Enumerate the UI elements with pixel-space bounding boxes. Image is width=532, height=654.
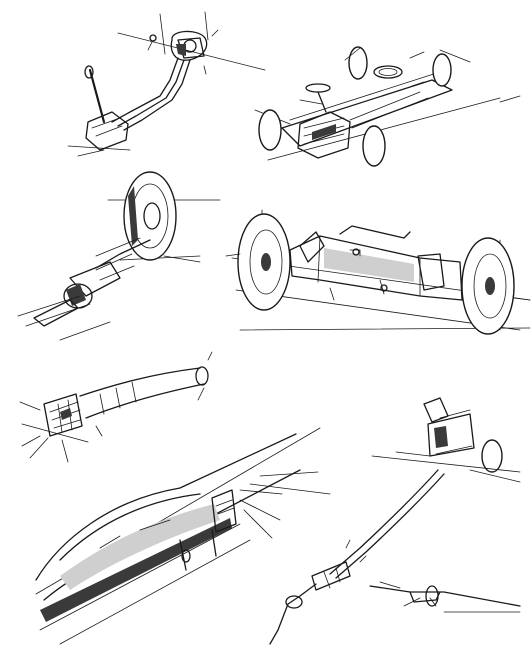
cable-connector-detail	[369, 581, 521, 613]
rear-axle-assembly	[225, 209, 531, 335]
exhaust-system	[269, 397, 521, 645]
body-sill-section	[35, 427, 331, 645]
chassis-overview	[254, 46, 521, 167]
steering-column-shifter	[67, 11, 266, 157]
front-wheel-brake-line	[17, 171, 221, 341]
air-duct-outlet	[19, 351, 213, 463]
